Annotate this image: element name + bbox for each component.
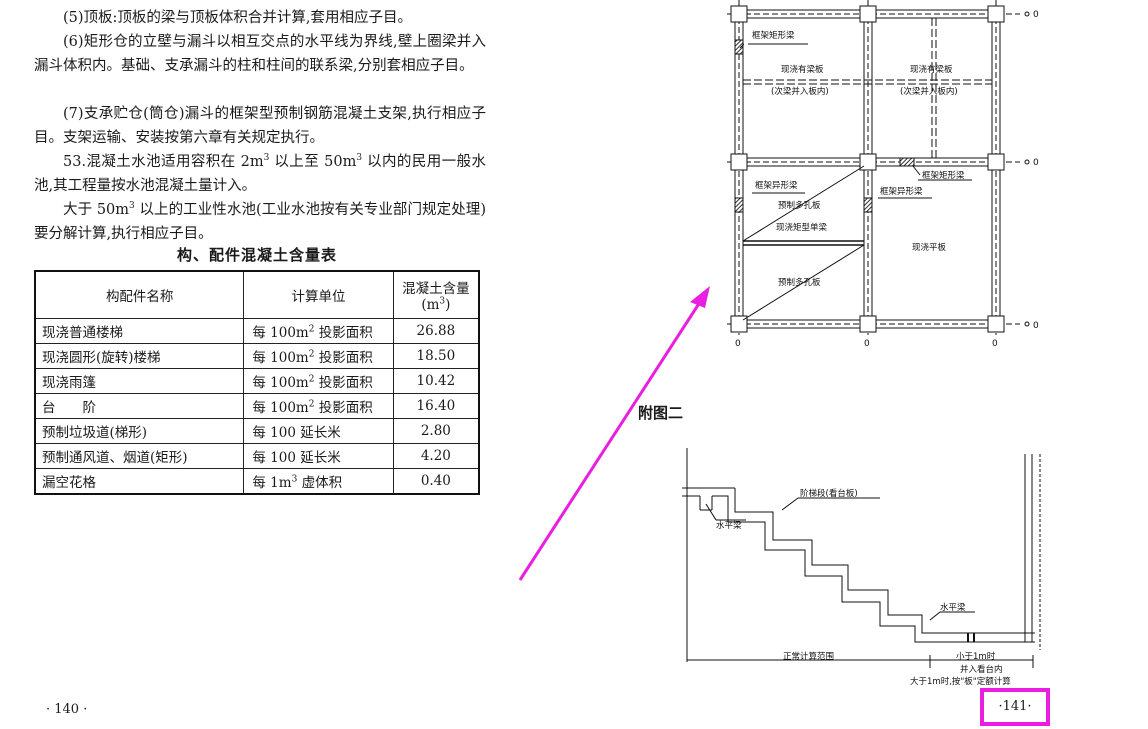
label-secondary-beam-note-1: (次梁并入板内) xyxy=(771,86,829,97)
label-frame-rect-beam: 框架矩形梁 xyxy=(752,30,795,41)
svg-text:0: 0 xyxy=(1033,158,1039,168)
paragraph-53: 53.混凝土水池适用容积在 2m3 以上至 50m3 以内的民用一般水池,其工程… xyxy=(34,153,486,194)
cell-concrete-amount: 4.20 xyxy=(392,443,480,469)
label-castin-ribbed-slab-2: 现浇有梁板 xyxy=(910,64,953,75)
cell-concrete-amount: 2.80 xyxy=(392,418,480,444)
page-number-left: · 140 · xyxy=(46,702,88,717)
label-greater-than-1m: 大于1m时,按"板"定额计算 xyxy=(910,676,1011,687)
cell-unit: 每 100m2 投影面积 xyxy=(243,368,394,394)
cell-concrete-amount: 0.40 xyxy=(392,468,480,495)
cell-component-name: 预制垃圾道(梯形) xyxy=(34,418,245,444)
table-title: 构、配件混凝土含量表 xyxy=(176,246,337,264)
floor-plan xyxy=(727,0,1030,335)
page-number-right-highlight: ·141· xyxy=(980,688,1050,726)
cell-component-name: 现浇圆形(旋转)楼梯 xyxy=(34,343,245,369)
label-normal-range: 正常计算范围 xyxy=(783,651,834,662)
paragraph-5: (5)顶板:顶板的梁与顶板体积合并计算,套用相应子目。 xyxy=(63,10,413,26)
cell-unit: 每 100 延长米 xyxy=(243,443,394,469)
cell-component-name: 台 阶 xyxy=(34,393,245,419)
label-precast-hollow-slab-2: 预制多孔板 xyxy=(778,277,821,288)
cell-unit: 每 100m2 投影面积 xyxy=(243,318,394,344)
label-merge-into-stand: 并入看台内 xyxy=(960,664,1003,675)
header-unit: 计算单位 xyxy=(243,270,394,319)
figure-label: 附图二 xyxy=(638,404,684,422)
label-stair-section: 阶梯段(看台板) xyxy=(800,488,858,499)
cell-unit: 每 1m3 虚体积 xyxy=(243,468,394,495)
cell-concrete-amount: 18.50 xyxy=(392,343,480,369)
svg-text:0: 0 xyxy=(735,339,741,349)
label-frame-special-beam-2: 框架异形梁 xyxy=(880,186,923,197)
page-number-right: ·141· xyxy=(998,699,1032,714)
stair-labels: 水平梁 阶梯段(看台板) 水平梁 正常计算范围 小于1m时 并入看台内 大于1m… xyxy=(716,488,1011,687)
label-frame-special-beam-1: 框架异形梁 xyxy=(755,180,798,191)
table-header-row: 构配件名称 计算单位 混凝土含量(m3) xyxy=(34,270,480,319)
columns xyxy=(730,5,1005,333)
label-castin-flat-slab: 现浇平板 xyxy=(912,242,947,253)
label-precast-hollow-slab-1: 预制多孔板 xyxy=(778,200,821,211)
cell-component-name: 漏空花格 xyxy=(34,468,245,495)
label-horizontal-beam-2: 水平梁 xyxy=(940,602,966,613)
svg-text:0: 0 xyxy=(1033,321,1039,331)
label-less-than-1m: 小于1m时 xyxy=(956,651,996,662)
plan-labels: 框架矩形梁 现浇有梁板 (次梁并入板内) 现浇有梁板 (次梁并入板内) 框架异形… xyxy=(735,10,1039,349)
cell-component-name: 现浇雨篷 xyxy=(34,368,245,394)
label-castin-rect-single-beam: 现浇矩型单梁 xyxy=(776,222,828,233)
cell-concrete-amount: 26.88 xyxy=(392,318,480,344)
svg-text:0: 0 xyxy=(992,339,998,349)
cell-component-name: 预制通风道、烟道(矩形) xyxy=(34,443,245,469)
label-secondary-beam-note-2: (次梁并入板内) xyxy=(900,86,958,97)
stair-section xyxy=(682,448,1041,668)
svg-text:0: 0 xyxy=(1033,10,1039,20)
label-frame-rect-beam-2: 框架矩形梁 xyxy=(922,170,965,181)
paragraph-6: (6)矩形仓的立壁与漏斗以相互交点的水平线为界线,壁上圈梁并入漏斗体积内。基础、… xyxy=(34,34,486,74)
label-horizontal-beam-1: 水平梁 xyxy=(716,520,742,531)
cell-unit: 每 100m2 投影面积 xyxy=(243,393,394,419)
annotation-arrow xyxy=(518,286,710,581)
label-castin-ribbed-slab-1: 现浇有梁板 xyxy=(781,64,824,75)
header-amount: 混凝土含量(m3) xyxy=(392,270,480,319)
left-page: (5)顶板:顶板的梁与顶板体积合并计算,套用相应子目。 (6)矩形仓的立壁与漏斗… xyxy=(0,0,520,729)
paragraph-7: (7)支承贮仓(筒仓)漏斗的框架型预制钢筋混凝土支架,执行相应子目。支架运输、安… xyxy=(34,106,486,146)
cell-unit: 每 100 延长米 xyxy=(243,418,394,444)
paragraph-54: 大于 50m3 以上的工业性水池(工业水池按有关专业部门规定处理)要分解计算,执… xyxy=(34,201,487,242)
svg-text:0: 0 xyxy=(864,339,870,349)
